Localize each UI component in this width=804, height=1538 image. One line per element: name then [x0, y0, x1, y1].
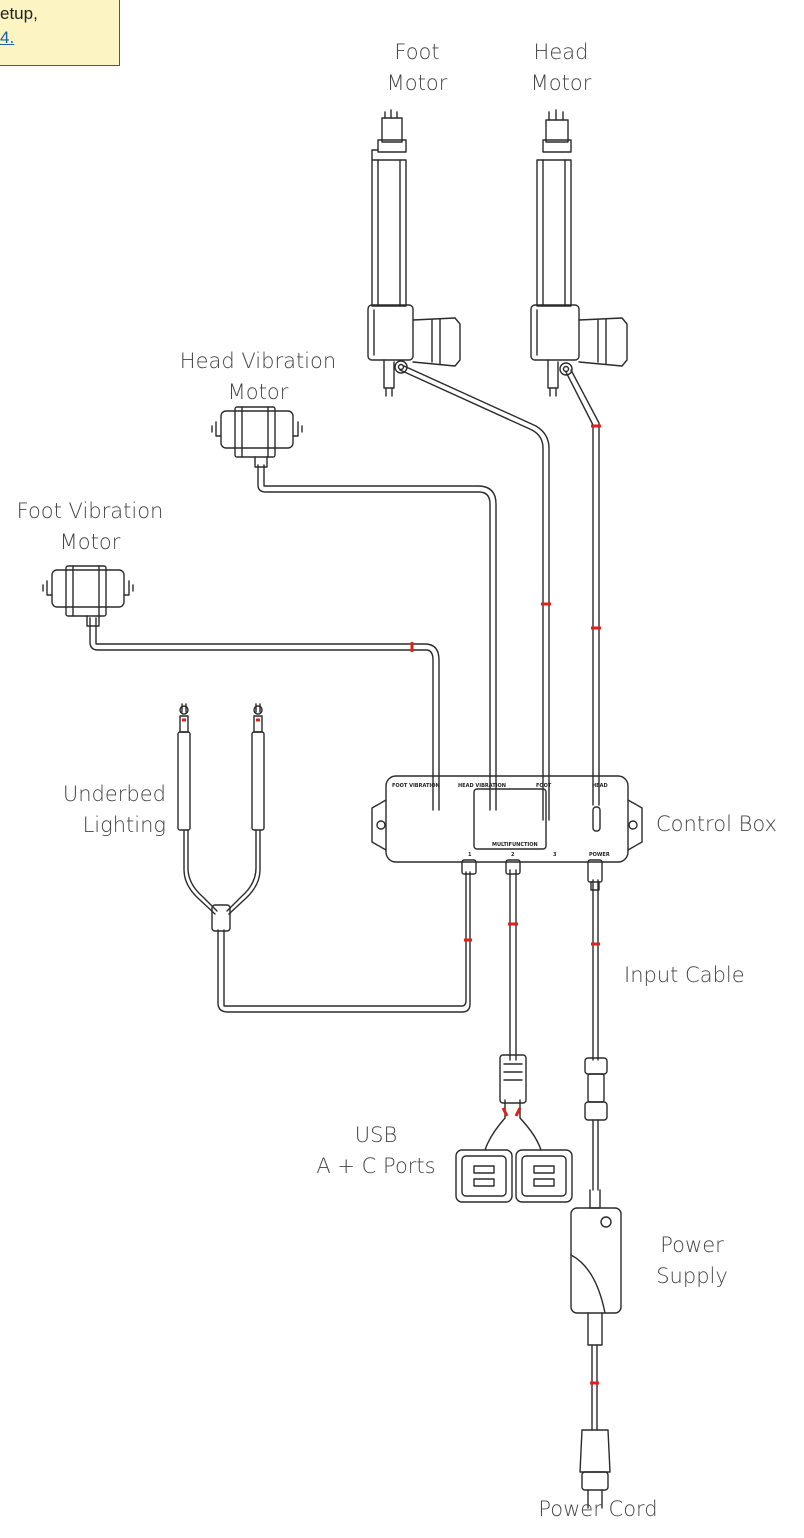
- cable-marks: [182, 424, 601, 1385]
- power-cord-plug: [579, 1429, 611, 1509]
- note-line-1: etup,: [0, 4, 38, 23]
- label-power-cord: Power Cord: [538, 1497, 658, 1521]
- usb-splitter: [499, 1054, 527, 1104]
- input-cable: [592, 879, 599, 1191]
- port-head: HEAD: [592, 783, 608, 789]
- port-multifunction: MULTIFUNCTION: [492, 842, 538, 848]
- port-power: POWER: [589, 852, 610, 858]
- setup-note: etup, 4.: [0, 0, 120, 66]
- label-control-box: Control Box: [656, 812, 777, 836]
- box-port-labels: FOOT VIBRATION HEAD VIBRATION FOOT HEAD …: [392, 783, 610, 858]
- head-motor-cable: [565, 369, 600, 806]
- port-head-vibration: HEAD VIBRATION: [458, 783, 506, 789]
- head-vibration-cable: [257, 464, 497, 811]
- power-cord-cable: [591, 1345, 598, 1431]
- port-1: 1: [468, 852, 472, 858]
- box-connectors: [461, 859, 603, 891]
- foot-motor-cable: [399, 365, 550, 821]
- port-2: 2: [511, 852, 515, 858]
- head-motor: [530, 109, 628, 397]
- lighting-cable: [183, 829, 471, 1013]
- foot-vibration-cable: [89, 617, 440, 811]
- usb-port-right: [515, 1149, 573, 1203]
- foot-motor: [367, 109, 461, 397]
- control-box: [371, 775, 643, 863]
- foot-vibration-motor: [42, 565, 134, 627]
- input-cable-connector: [584, 1057, 608, 1121]
- power-supply: [570, 1189, 622, 1346]
- underbed-lighting: [177, 703, 265, 932]
- usb-cable: [484, 869, 542, 1151]
- note-link[interactable]: 4.: [0, 28, 15, 47]
- label-input-cable: Input Cable: [624, 963, 745, 987]
- usb-port-left: [455, 1149, 513, 1203]
- head-vibration-motor: [211, 406, 303, 468]
- port-3: 3: [553, 852, 557, 858]
- port-foot: FOOT: [536, 783, 552, 789]
- port-foot-vibration: FOOT VIBRATION: [392, 783, 440, 789]
